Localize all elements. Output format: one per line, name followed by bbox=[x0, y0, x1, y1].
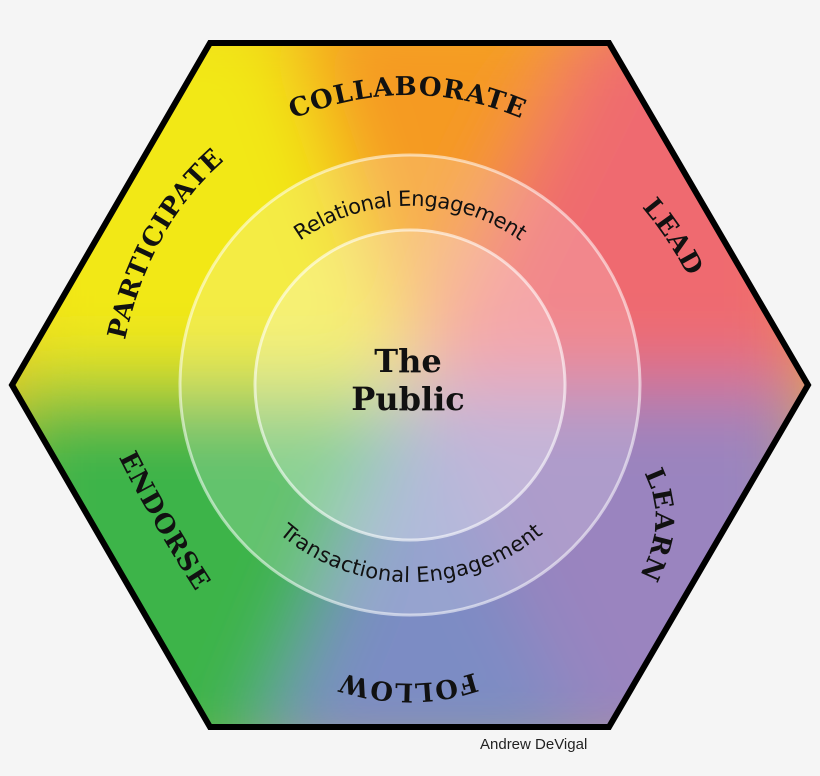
hexagon-border bbox=[8, 40, 812, 730]
inner-circle bbox=[253, 228, 567, 542]
center-title-line1: The bbox=[374, 342, 441, 380]
outer-ring bbox=[178, 153, 642, 617]
author-credit: Andrew DeVigal bbox=[480, 736, 588, 753]
center-title-line2: Public bbox=[351, 380, 465, 418]
